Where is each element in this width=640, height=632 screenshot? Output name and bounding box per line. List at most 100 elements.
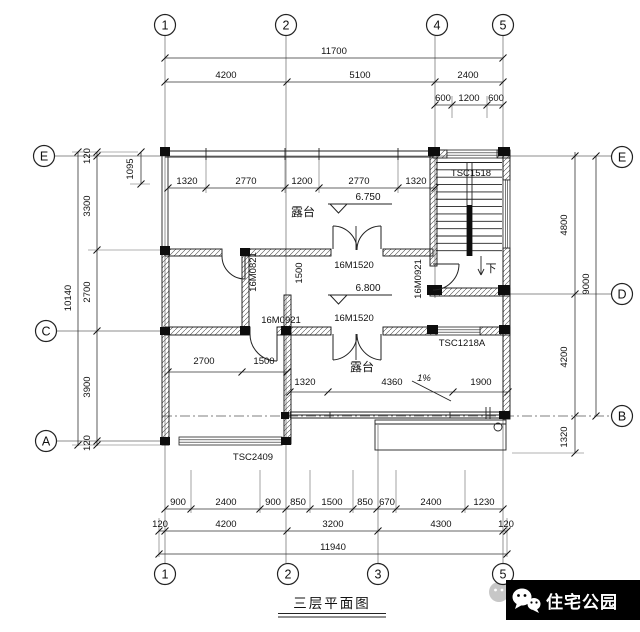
- dimension-tick: [374, 527, 382, 535]
- axis-bubble-label: 2: [283, 18, 290, 32]
- brand-name: 住宅公园: [546, 592, 618, 612]
- dim-bot1-1500: 1500: [321, 497, 342, 508]
- dim-top-600b: 600: [488, 93, 504, 104]
- dimension-tick: [431, 101, 439, 109]
- axis-bubble: [610, 282, 634, 306]
- axis-bubble-label: 5: [500, 18, 507, 32]
- wall-column-block: [498, 147, 510, 156]
- dimension-tick: [373, 505, 381, 513]
- dim-terr-1900: 1900: [470, 377, 491, 388]
- dim-parapet-1200: 1200: [291, 176, 312, 187]
- dimension-tick: [349, 505, 357, 513]
- wall-column-block: [160, 327, 170, 335]
- dim-top-1200: 1200: [458, 93, 479, 104]
- dim-bot1-670: 670: [379, 497, 395, 508]
- axis-bubble-label: 4: [434, 18, 441, 32]
- door-16M0921-a: 16M0921: [261, 315, 301, 326]
- wall-segment: [164, 326, 251, 336]
- dimension-tick: [571, 449, 579, 457]
- dimension-tick: [256, 505, 264, 513]
- dim-parapet-2770a: 2770: [235, 176, 256, 187]
- dim-left-2700: 2700: [82, 281, 93, 302]
- dimension-tick: [461, 505, 469, 513]
- door-swing-arc: [221, 255, 246, 280]
- dimension-tick: [137, 148, 145, 156]
- wall-segment: [429, 149, 438, 267]
- dim-left-total: 10140: [63, 285, 74, 311]
- axis-bubble: [491, 562, 515, 586]
- axis-bubble-label: 2: [285, 567, 292, 581]
- dimension-tick: [282, 505, 290, 513]
- dimension-tick: [283, 527, 291, 535]
- wall-column-block: [428, 147, 440, 156]
- axis-bubble-label: D: [617, 287, 626, 301]
- window-TSC2409: TSC2409: [233, 452, 273, 463]
- wall-segment: [161, 248, 170, 446]
- dim-parapet-1320a: 1320: [176, 176, 197, 187]
- dim-bot1-1230: 1230: [473, 497, 494, 508]
- dimension-tick: [571, 152, 579, 160]
- dimension-tick: [281, 184, 289, 192]
- dim-top-2400: 2400: [457, 70, 478, 81]
- dim-room-1500: 1500: [253, 356, 274, 367]
- plan-line: [411, 380, 452, 402]
- level-marker-triangle: [328, 294, 349, 305]
- wall-column-block: [160, 437, 170, 445]
- wall-column-block: [281, 437, 291, 445]
- wall-column-block: [240, 326, 250, 335]
- axis-bubble: [32, 144, 56, 168]
- door-swing-arc: [356, 333, 382, 361]
- slope-1pct: 1%: [417, 373, 431, 384]
- axis-bubble-label: A: [42, 434, 51, 448]
- door-16M1520-top: 16M1520: [334, 260, 374, 271]
- dimension-tick: [93, 441, 101, 449]
- axis-bubble: [34, 319, 58, 343]
- dim-top-5100: 5100: [349, 70, 370, 81]
- wall-segment: [164, 248, 223, 257]
- dimension-tick: [392, 505, 400, 513]
- dimension-tick: [499, 78, 507, 86]
- level-6800: 6.800: [355, 283, 380, 294]
- wall-column-block: [499, 325, 510, 334]
- wall-column-block: [160, 147, 170, 156]
- dimension-tick: [93, 148, 101, 156]
- dim-right-4800: 4800: [559, 214, 570, 235]
- dimension-tick: [571, 412, 579, 420]
- axis-bubble: [276, 562, 300, 586]
- dim-terr-1320: 1320: [294, 377, 315, 388]
- axis-bubble: [34, 429, 58, 453]
- door-swing-arc: [332, 333, 358, 361]
- dimension-tick: [161, 505, 169, 513]
- wechat-icon: [512, 588, 541, 613]
- wall-segment: [382, 248, 434, 257]
- dim-top-total: 11700: [321, 46, 347, 57]
- dimension-tick: [93, 437, 101, 445]
- dim-left-3900: 3900: [82, 376, 93, 397]
- dim-room-2700: 2700: [193, 356, 214, 367]
- dimension-tick: [306, 505, 314, 513]
- dim-top-4200: 4200: [215, 70, 236, 81]
- dim-bot2-4300: 4300: [430, 519, 451, 530]
- dim-parapet-1320b: 1320: [405, 176, 426, 187]
- dim-left-120b: 120: [82, 435, 93, 451]
- wall-column-block: [499, 411, 510, 419]
- dimension-tick: [315, 184, 323, 192]
- dimension-tick: [503, 550, 511, 558]
- room-terrace-bottom: 露台: [350, 359, 374, 374]
- axis-bubble: [491, 13, 515, 37]
- dimension-tick: [324, 388, 332, 396]
- dimension-tick: [499, 505, 507, 513]
- dim-bot2-4200: 4200: [215, 519, 236, 530]
- dimension-tick: [155, 527, 163, 535]
- drain-circle: [493, 422, 503, 432]
- dimension-tick: [161, 54, 169, 62]
- plan-line: [480, 268, 485, 276]
- window-TSC1218A: TSC1218A: [439, 338, 486, 349]
- wall-segment: [276, 326, 332, 336]
- dim-bot1-900a: 900: [170, 497, 186, 508]
- axis-bubble: [425, 13, 449, 37]
- window-TSC1518: TSC1518: [451, 168, 491, 179]
- axis-bubble-label: 3: [375, 567, 382, 581]
- dim-bot1-850a: 850: [290, 497, 306, 508]
- level-marker-triangle: [328, 203, 349, 214]
